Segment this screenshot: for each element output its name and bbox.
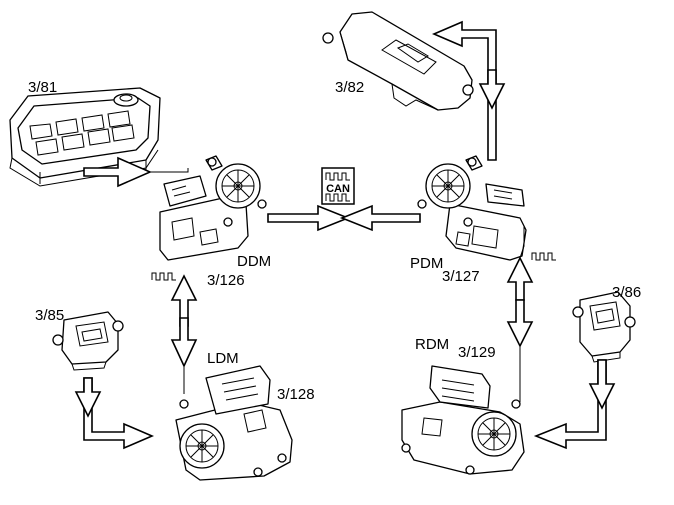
arrow-rear-left-switch-to-ldm [83,377,155,450]
arrow-ddm-pdm-bus [267,204,351,232]
driver-switch-ref: 3/81 [28,79,57,96]
arrow-ddm-ldm-down [170,317,198,368]
pulse-signal-right [531,252,556,261]
arrow-passenger-switch-to-pdm [431,20,497,161]
ddm-name: DDM [237,253,271,270]
pulse-signal-left [151,272,176,281]
arrow-rear-left-switch-down [74,377,102,418]
pdm-name: PDM [410,255,443,272]
can-label: CAN [326,183,350,195]
ldm-ref: 3/128 [277,386,315,403]
rdm-module [401,365,525,475]
rear-right-switch-ref: 3/86 [612,284,641,301]
ddm-module [159,155,267,261]
rdm-ref: 3/129 [458,344,496,361]
can-badge: CAN [321,167,355,205]
rear-left-switch-ref: 3/85 [35,307,64,324]
pdm-ref: 3/127 [442,268,480,285]
ldm-module [175,365,293,481]
arrow-pdm-rdm-down [506,299,534,348]
ddm-ref: 3/126 [207,272,245,289]
arrow-driver-switch-to-ddm [83,156,152,188]
arrow-pdm-ddm-bus [339,204,421,232]
rdm-name: RDM [415,336,449,353]
rear-left-switch [52,311,124,371]
arrow-rear-right-switch-to-rdm [533,359,607,450]
driver-switch-panel [9,87,161,187]
passenger-switch [322,11,474,111]
pdm-module [417,155,527,261]
ldm-name: LDM [207,350,239,367]
arrow-pdm-rdm-up [506,256,534,301]
rear-right-switch [572,291,636,363]
arrow-rear-right-switch-down [588,359,616,410]
arrow-passenger-switch-down [478,69,506,110]
passenger-switch-ref: 3/82 [335,79,364,96]
